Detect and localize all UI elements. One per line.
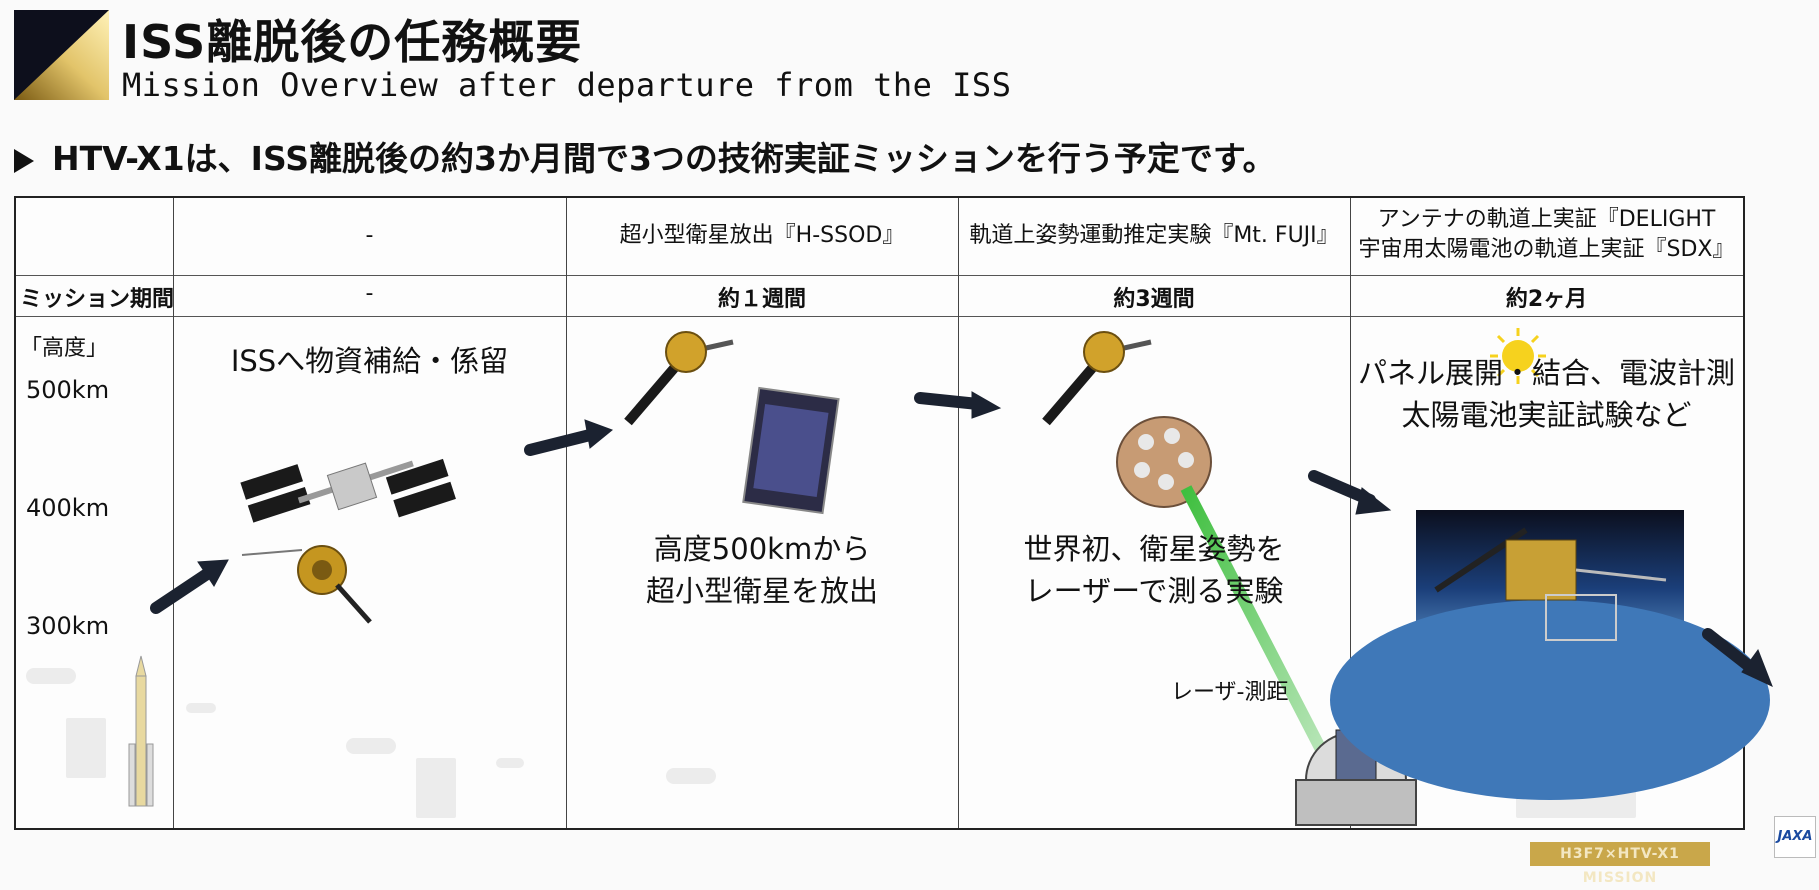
- sun-icon: [1490, 328, 1546, 384]
- bg-cloud: [666, 768, 716, 784]
- bullet-triangle-icon: [14, 148, 34, 173]
- caption-mtfuji-line1: 世界初、衛星姿勢を: [1023, 532, 1285, 566]
- caption-iss: ISSへ物資補給・係留: [230, 344, 509, 378]
- col-header-hssod: 超小型衛星放出『H-SSOD』: [619, 223, 905, 248]
- col-divider: [958, 198, 959, 828]
- h3-rocket-icon: [128, 655, 154, 807]
- row-divider: [16, 316, 1743, 317]
- orbital-demo-photo: [1330, 510, 1770, 800]
- row-label-duration: ミッション期間: [20, 287, 175, 312]
- col-divider: [1350, 198, 1351, 828]
- htv-x-spacecraft-icon: [624, 331, 734, 426]
- col-header-delight-line2: 宇宙用太陽電池の軌道上実証『SDX』: [1358, 237, 1735, 262]
- page-title: ISS離脱後の任務概要: [122, 15, 583, 69]
- col-divider: [173, 198, 174, 828]
- bg-cloud: [26, 668, 76, 684]
- bg-building: [416, 758, 456, 818]
- caption-hssod-line2: 超小型衛星を放出: [645, 574, 878, 608]
- altitude-label: 「高度」: [20, 336, 109, 361]
- jaxa-logo: JAXA: [1774, 816, 1816, 858]
- caption-delight-line1: パネル展開・結合、電波計測: [1357, 356, 1735, 390]
- duration-mtfuji: 約3週間: [1113, 287, 1195, 312]
- mission-table: - 超小型衛星放出『H-SSOD』 軌道上姿勢運動推定実験『Mt. FUJI』 …: [14, 196, 1770, 830]
- page-subtitle: Mission Overview after departure from th…: [122, 66, 1012, 104]
- iss-station-icon: [240, 458, 456, 523]
- bg-cloud: [346, 738, 396, 754]
- caption-mtfuji-line2: レーザーで測る実験: [1024, 574, 1284, 608]
- htv-x-spacecraft-icon: [1042, 331, 1152, 426]
- altitude-400km: 400km: [26, 494, 110, 522]
- caption-delight-line2: 太陽電池実証試験など: [1401, 398, 1692, 432]
- duration-hssod: 約１週間: [717, 287, 806, 312]
- row-divider: [16, 275, 1743, 276]
- mission-badge: H3F7×HTV-X1 MISSION: [1530, 842, 1710, 886]
- duration-iss: -: [365, 281, 374, 306]
- col-header-delight-line1: アンテナの軌道上実証『DELIGHT: [1377, 207, 1716, 232]
- laser-ranging-label: レーザ-測距: [1171, 680, 1289, 705]
- header-logo-mark: [14, 10, 109, 100]
- bg-cloud: [496, 758, 524, 768]
- bg-building: [66, 718, 106, 778]
- col-header-iss: -: [365, 223, 374, 248]
- bg-cloud: [186, 703, 216, 713]
- duration-delight: 約2ヶ月: [1505, 287, 1588, 312]
- col-divider: [566, 198, 567, 828]
- intro-text: HTV-X1は、ISS離脱後の約3か月間で3つの技術実証ミッションを行う予定です…: [52, 139, 1276, 178]
- caption-hssod-line1: 高度500kmから: [653, 532, 871, 566]
- htv-x-spacecraft-icon: [241, 545, 372, 624]
- altitude-300km: 300km: [26, 612, 110, 640]
- altitude-500km: 500km: [26, 376, 110, 404]
- intro-statement: HTV-X1は、ISS離脱後の約3か月間で3つの技術実証ミッションを行う予定です…: [14, 132, 1276, 180]
- cubesat-icon: [742, 386, 840, 515]
- col-header-mtfuji: 軌道上姿勢運動推定実験『Mt. FUJI』: [969, 223, 1339, 248]
- laser-reflector-icon: [1116, 416, 1212, 508]
